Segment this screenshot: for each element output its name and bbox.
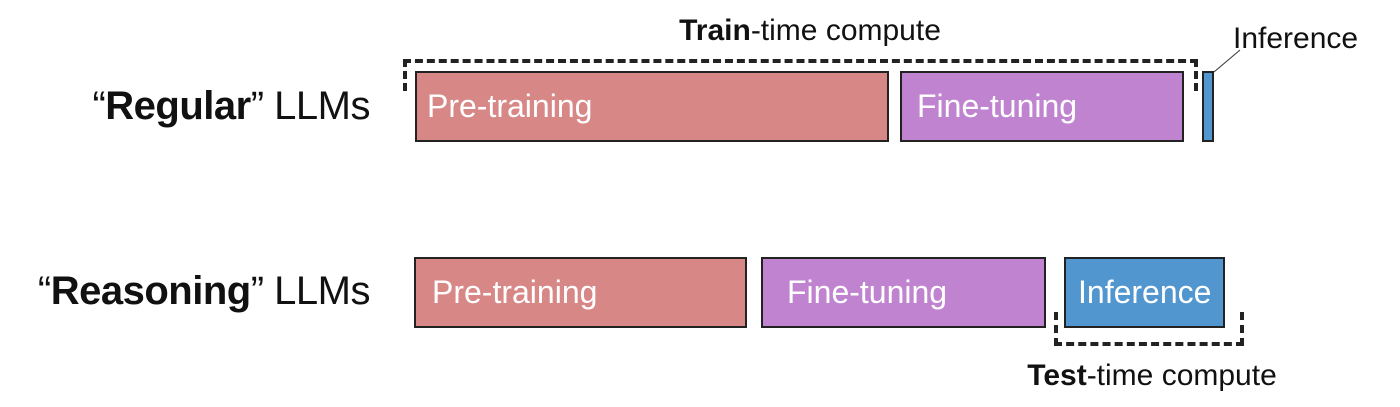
test-time-compute-caption: Test-time compute <box>1027 359 1277 392</box>
reasoning-llms-label: “Reasoning” LLMs <box>37 269 371 313</box>
inference-label: Inference <box>1078 274 1212 310</box>
train-time-bracket <box>403 59 1198 91</box>
finetuning-label: Fine-tuning <box>787 274 948 310</box>
regular-inference-block <box>1202 71 1214 142</box>
test-time-bracket <box>1054 312 1244 346</box>
reasoning-finetuning-block: Fine-tuning <box>761 257 1046 328</box>
reasoning-inference-block: Inference <box>1064 257 1225 328</box>
regular-finetuning-block: Fine-tuning <box>900 71 1184 142</box>
reasoning-pretraining-block: Pre-training <box>414 257 747 328</box>
inference-callout-line <box>1213 49 1241 73</box>
regular-pretraining-block: Pre-training <box>415 71 889 142</box>
regular-llms-label: “Regular” LLMs <box>92 84 370 128</box>
inference-callout-label: Inference <box>1233 22 1359 55</box>
train-time-compute-caption: Train-time compute <box>679 14 941 47</box>
finetuning-label: Fine-tuning <box>917 88 1078 124</box>
pretraining-label: Pre-training <box>432 274 598 310</box>
pretraining-label: Pre-training <box>427 88 593 124</box>
